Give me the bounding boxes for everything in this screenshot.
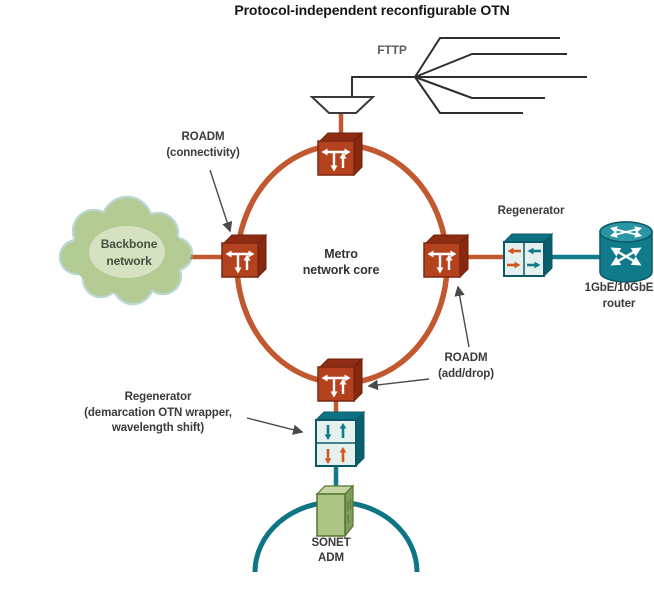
callout-roadm-connectivity [209, 169, 233, 233]
fttp-label: FTTP [377, 43, 407, 57]
roadm-add-drop-label: ROADM (add/drop) [438, 352, 494, 380]
metro-network-core-label: Metro network core [302, 247, 380, 277]
sonet-adm-icon [315, 484, 355, 538]
fttp-fanout-lines [351, 37, 587, 114]
roadm-east-icon [422, 233, 470, 279]
router-label: 1GbE/10GbE router [584, 282, 654, 310]
fttp-splitter-icon [309, 96, 376, 114]
callout-roadm-adddrop-south [367, 378, 430, 391]
roadm-south-icon [316, 357, 364, 403]
regenerator-east-icon [502, 232, 554, 278]
backbone-cloud-icon [58, 195, 194, 306]
regenerator-south-label: Regenerator (demarcation OTN wrapper, wa… [84, 391, 232, 434]
sonet-adm-label: SONET ADM [311, 537, 351, 564]
regenerator-east-label: Regenerator [497, 205, 565, 217]
roadm-west-icon [220, 233, 268, 279]
callout-regenerator-south [246, 417, 304, 435]
roadm-connectivity-label: ROADM (connectivity) [166, 131, 240, 159]
diagram-title: Protocol-independent reconfigurable OTN [234, 2, 510, 18]
router-icon [599, 221, 653, 283]
regenerator-south-icon [314, 410, 366, 468]
backbone-network-label: Backbone network [100, 237, 158, 268]
callout-lines [209, 169, 470, 435]
roadm-north-icon [316, 131, 364, 177]
callout-roadm-adddrop-east [454, 285, 470, 348]
